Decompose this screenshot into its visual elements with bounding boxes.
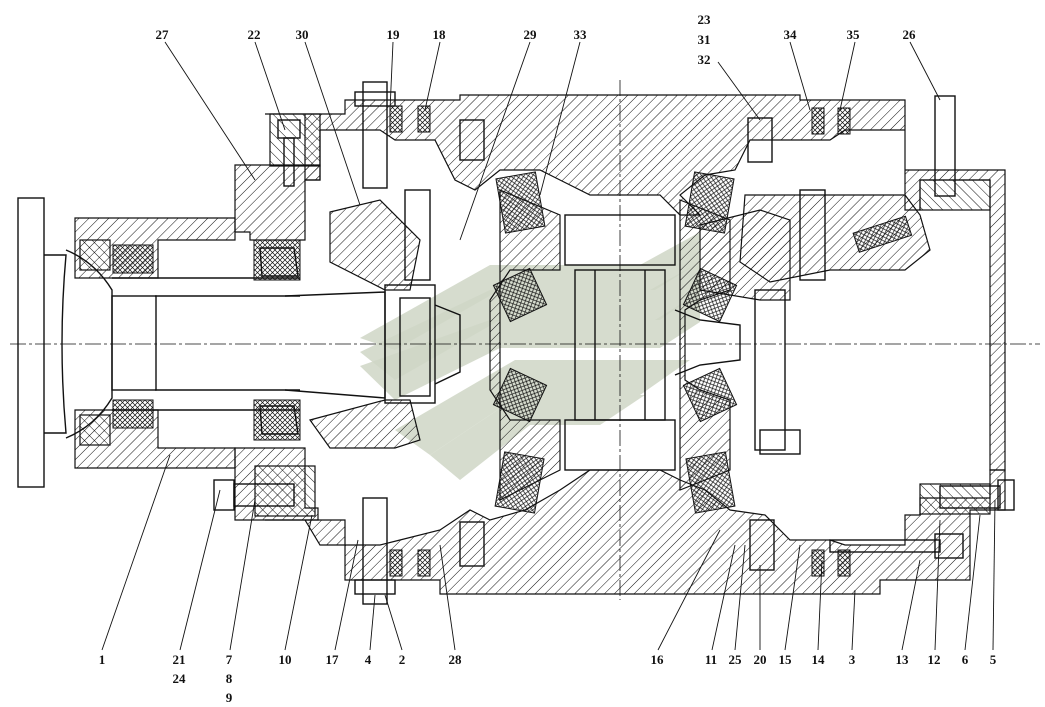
callout-19: 19 [387, 27, 401, 42]
bearing-left-outer [112, 239, 301, 441]
callout-31: 31 [698, 32, 711, 47]
callout-21: 21 [173, 652, 186, 667]
leader-lines [101, 41, 996, 651]
callout-15: 15 [779, 652, 793, 667]
callout-6: 6 [962, 652, 969, 667]
callout-14: 14 [812, 652, 826, 667]
callouts-top: 27 22 30 19 18 29 33 23 31 32 34 35 26 [156, 12, 917, 67]
callout-5: 5 [990, 652, 997, 667]
callout-11: 11 [705, 652, 717, 667]
bolts [354, 81, 1015, 605]
callout-17: 17 [326, 652, 340, 667]
differential-case [489, 189, 741, 501]
callout-25: 25 [729, 652, 743, 667]
callout-32: 32 [698, 52, 711, 67]
pinion-housing [213, 113, 321, 521]
callout-10: 10 [279, 652, 292, 667]
callout-24: 24 [173, 671, 187, 686]
carrier-housing-bottom [265, 469, 1006, 595]
callout-9: 9 [226, 690, 233, 705]
callout-12: 12 [928, 652, 941, 667]
callout-34: 34 [784, 27, 798, 42]
callout-4: 4 [365, 652, 372, 667]
side-bearings [492, 171, 738, 514]
watermark-logo [360, 232, 700, 480]
callout-28: 28 [449, 652, 463, 667]
callout-22: 22 [248, 27, 261, 42]
callout-20: 20 [754, 652, 767, 667]
callout-13: 13 [896, 652, 910, 667]
callouts-bottom: 1 21 24 7 8 9 10 17 4 2 28 16 11 25 20 1… [99, 652, 997, 705]
pinion-gear [284, 199, 461, 449]
callout-35: 35 [847, 27, 861, 42]
callout-30: 30 [296, 27, 309, 42]
callout-23: 23 [698, 12, 712, 27]
seals [389, 105, 851, 577]
callout-1: 1 [99, 652, 106, 667]
callout-18: 18 [433, 27, 447, 42]
callout-33: 33 [574, 27, 588, 42]
callout-29: 29 [524, 27, 538, 42]
callout-8: 8 [226, 671, 233, 686]
callout-2: 2 [399, 652, 406, 667]
callout-3: 3 [849, 652, 856, 667]
callout-16: 16 [651, 652, 665, 667]
callout-7: 7 [226, 652, 233, 667]
callout-27: 27 [156, 27, 170, 42]
callout-26: 26 [903, 27, 917, 42]
